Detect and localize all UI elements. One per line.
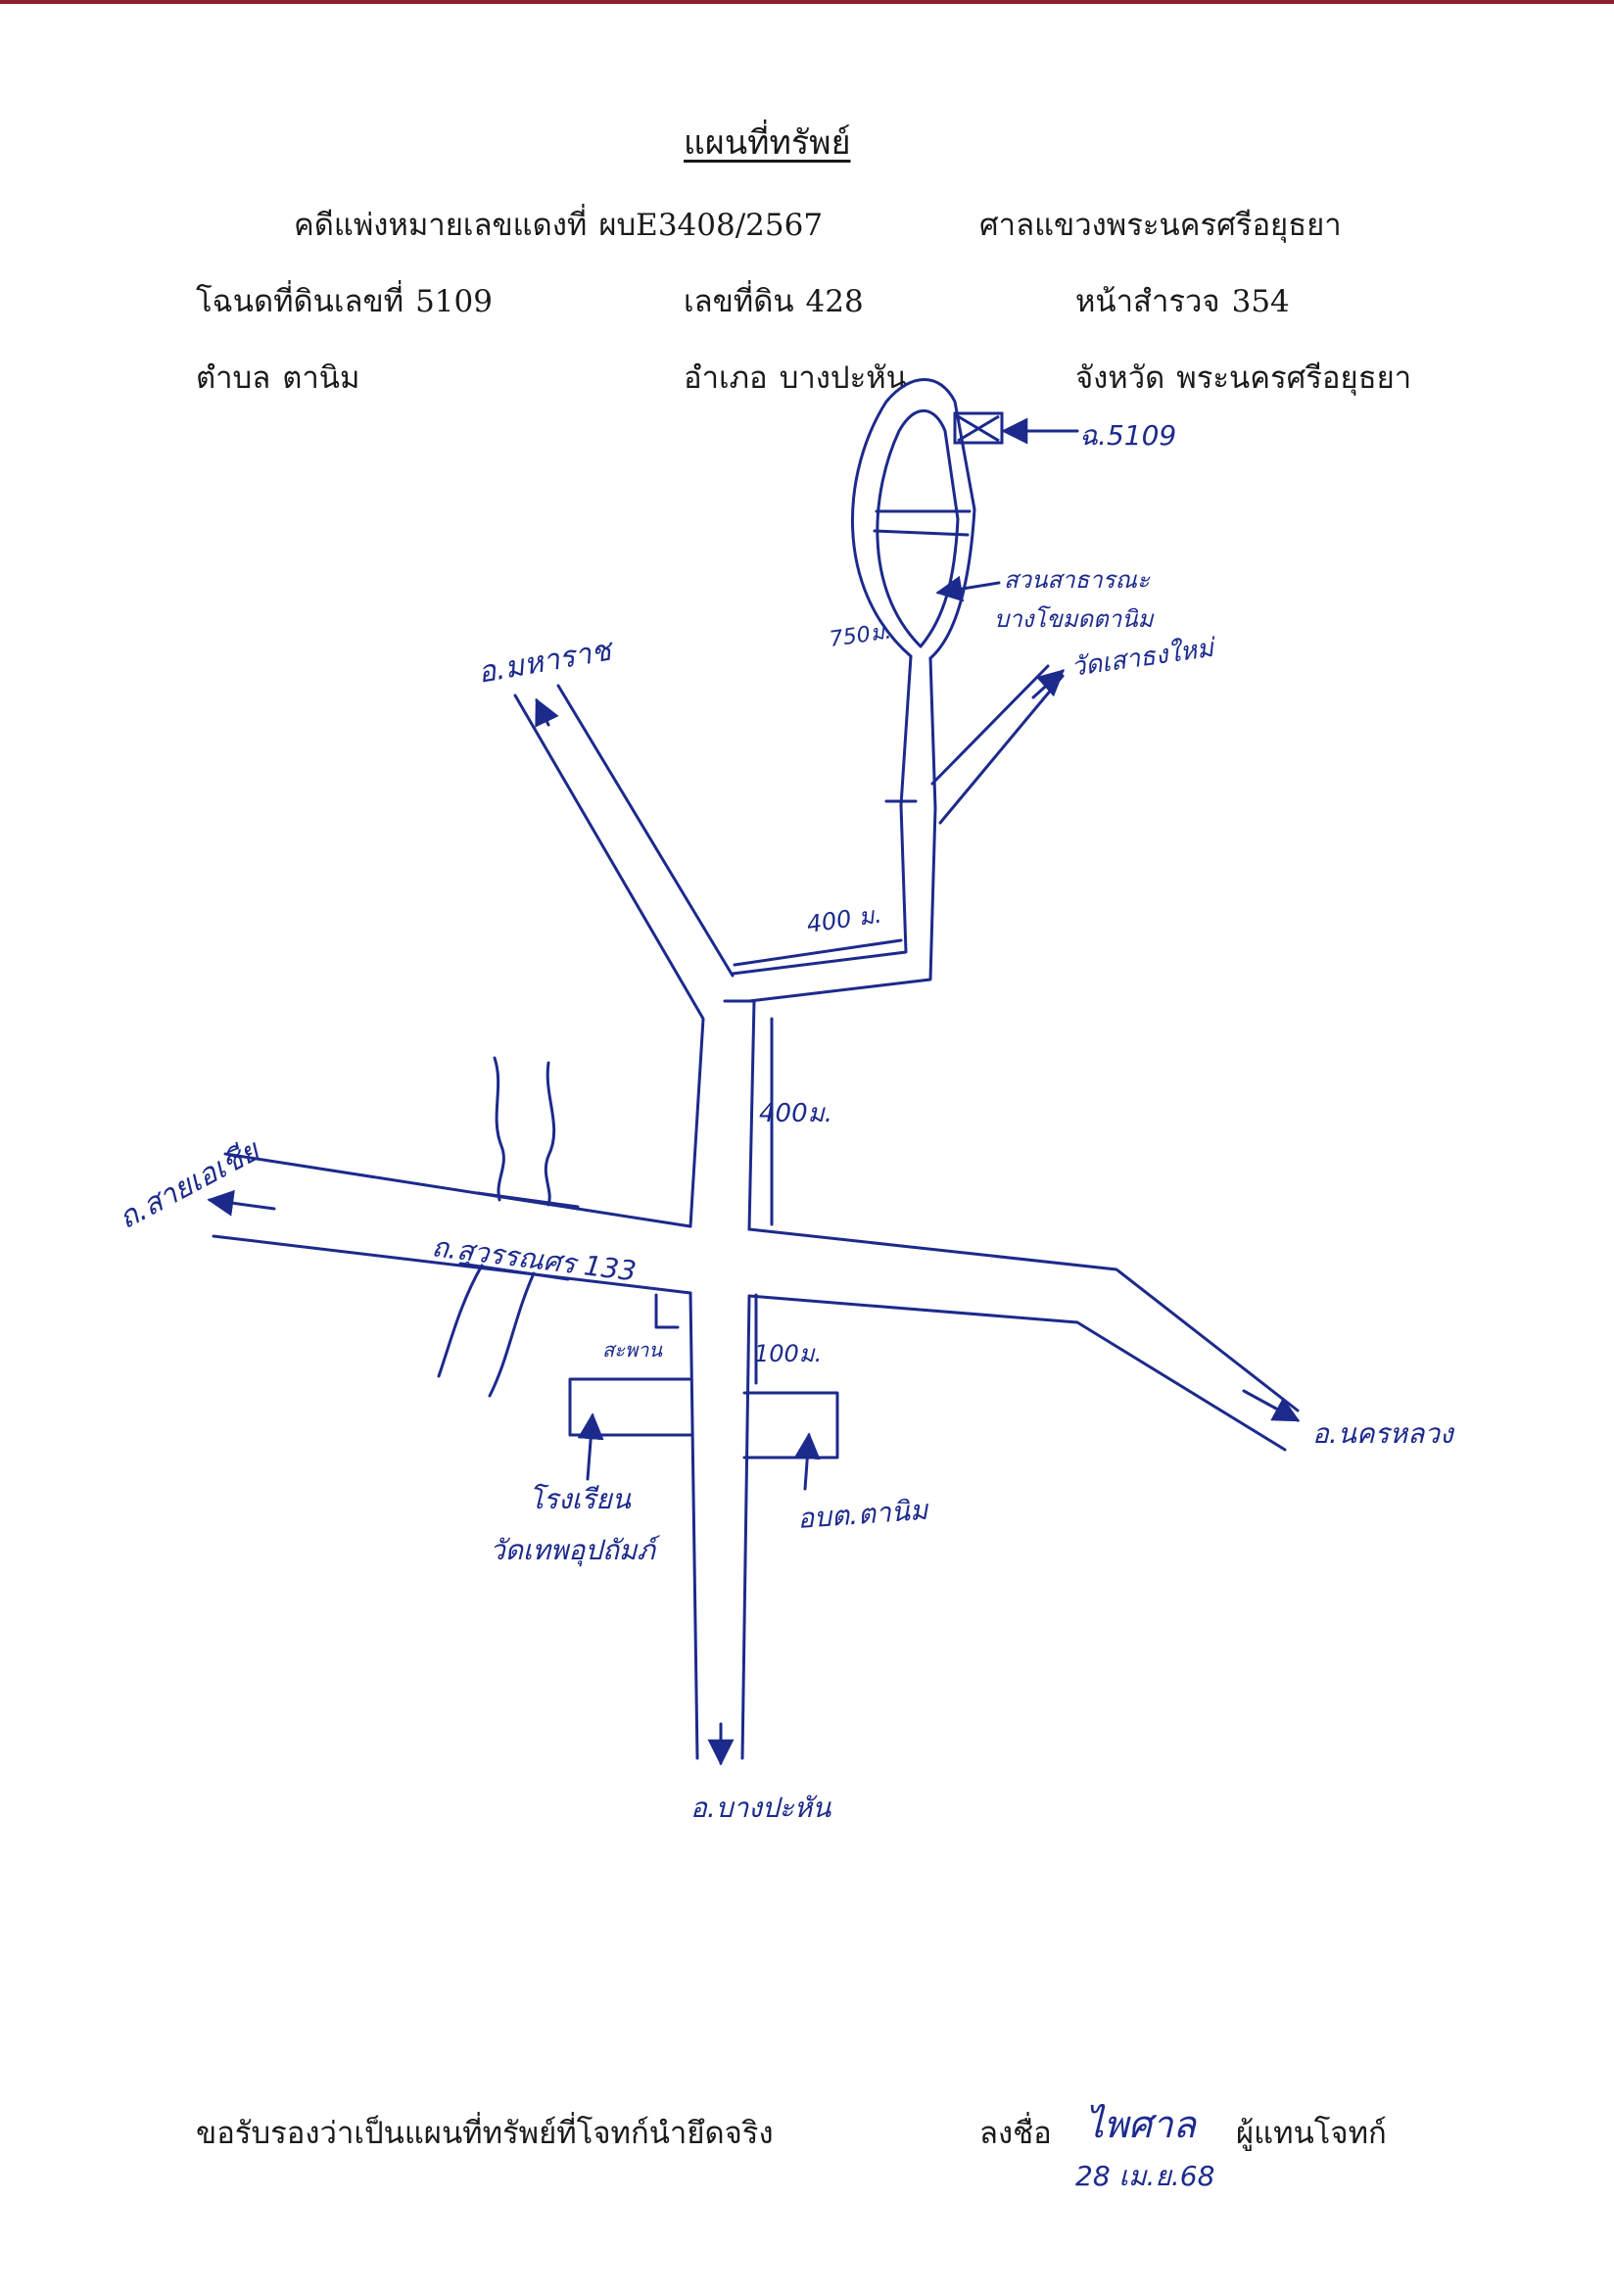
temple-road-south-edge [938, 674, 1065, 825]
representative-role: ผู้แทนโจทก์ [1236, 2116, 1387, 2151]
court-name: ศาลแขวงพระนครศรีอยุธยา [979, 208, 1342, 243]
main-road-south-edge-east [747, 1294, 1287, 1452]
temple-road-north-edge [930, 664, 1050, 786]
parcel-road-north-edge [731, 803, 908, 976]
parcel-road-south-edge [747, 806, 937, 1003]
distance-750m: 750ม. [828, 619, 892, 652]
park-label-2: บางโขมดตานิม [994, 605, 1155, 633]
certification-text: ขอรับรองว่าเป็นแผนที่ทรัพย์ที่โจทก์นำยึด… [196, 2116, 774, 2151]
temple-label: วัดเสาธงใหม่ [1069, 632, 1218, 682]
document-title: แผนที่ทรัพย์ [684, 123, 851, 163]
signature-date: 28 เม.ย.68 [1075, 2160, 1215, 2192]
case-number-row: คดีแพ่งหมายเลขแดงที่ ผบE3408/2567 [294, 200, 823, 249]
asia-highway-label: ถ.สายเอเชีย [113, 1132, 266, 1236]
maharat-road-east-edge [556, 684, 735, 978]
main-road-north-edge-east [747, 1227, 1300, 1412]
subdistrict: ตานิม [282, 360, 360, 396]
park-label-1: สวนสาธารณะ [1004, 566, 1151, 594]
parcel-label: ฉ.5109 [1079, 419, 1176, 452]
bridge-pointer-box [654, 1293, 680, 1329]
sao-label: อบต.ตานิม [796, 1494, 930, 1535]
deed-row: โฉนดที่ดินเลขที่ 5109 [196, 276, 493, 325]
sao-box [742, 1391, 839, 1459]
maharat-arrow [535, 697, 559, 728]
subdistrict-label: ตำบล [196, 360, 271, 396]
main-road-label: ถ.สุวรรณศร 133 [430, 1230, 638, 1288]
sao-arrow [793, 1432, 821, 1491]
maharat-label: อ.มหาราช [475, 633, 617, 691]
school-label-1: โรงเรียน [529, 1483, 632, 1515]
deed-number: 5109 [415, 284, 493, 319]
subdistrict-row: ตำบล ตานิม [196, 353, 359, 402]
case-number: ผบE3408/2567 [598, 208, 824, 243]
school-arrow [577, 1412, 604, 1481]
province-label: จังหวัด [1075, 360, 1165, 396]
deed-label: โฉนดที่ดินเลขที่ [196, 284, 404, 319]
sena-arrow [207, 1189, 276, 1217]
bridge-label: สะพาน [602, 1338, 663, 1362]
district-row: อำเภอ บางปะหัน [684, 353, 907, 402]
ns-road-west-edge [688, 1291, 699, 1760]
bang-pahan-label: อ.บางปะหัน [690, 1792, 831, 1824]
park-divider-bottom [873, 529, 970, 537]
district-label: อำเภอ [684, 360, 768, 396]
land-no-row: เลขที่ดิน 428 [684, 276, 864, 325]
survey-row: หน้าสำรวจ 354 [1075, 276, 1290, 325]
nakhon-luang-label: อ.นครหลวง [1312, 1417, 1455, 1450]
main-road-north-edge [223, 1152, 692, 1228]
case-label: คดีแพ่งหมายเลขแดงที่ [294, 208, 588, 243]
dim-line-400-h [733, 938, 903, 967]
parcel-road-upper-west [899, 654, 913, 807]
school-box [568, 1377, 694, 1437]
parcel-road-upper-east [928, 656, 937, 810]
distance-400m-b: 400ม. [759, 1099, 832, 1128]
distance-100m: 100ม. [754, 1340, 822, 1367]
canal-north-east-bank [544, 1061, 556, 1207]
canal-south-east-bank [488, 1271, 536, 1398]
district: บางปะหัน [779, 360, 907, 396]
bridge-north-bar [476, 1191, 580, 1209]
park-pointer [935, 575, 1001, 602]
sign-label: ลงชื่อ [979, 2116, 1052, 2151]
parcel-x-mark [957, 414, 1000, 443]
canal-south-west-bank [437, 1264, 484, 1378]
ns-road-west-north [513, 694, 705, 1228]
ns-road-east-north [747, 999, 756, 1231]
survey-page: 354 [1231, 284, 1290, 319]
land-no: 428 [805, 284, 864, 319]
park-loop-inner [876, 408, 960, 648]
survey-label: หน้าสำรวจ [1075, 284, 1220, 319]
signature: ไพศาล [1085, 2103, 1196, 2146]
bridge-south-bar [458, 1262, 570, 1281]
scan-top-edge [0, 0, 1614, 4]
school-label-2: วัดเทพอุปถัมภ์ [490, 1534, 661, 1567]
main-road-south-edge [212, 1234, 692, 1295]
province: พระนครศรีอยุธยา [1176, 360, 1412, 396]
distance-400m-a: 400 ม. [805, 901, 883, 938]
ns-road-east-edge [740, 1294, 751, 1760]
province-row: จังหวัด พระนครศรีอยุธยา [1075, 353, 1411, 402]
temple-arrow [1031, 669, 1066, 699]
canal-north-west-bank [493, 1056, 505, 1202]
land-no-label: เลขที่ดิน [684, 284, 794, 319]
nakhon-luang-arrow [1242, 1389, 1301, 1422]
